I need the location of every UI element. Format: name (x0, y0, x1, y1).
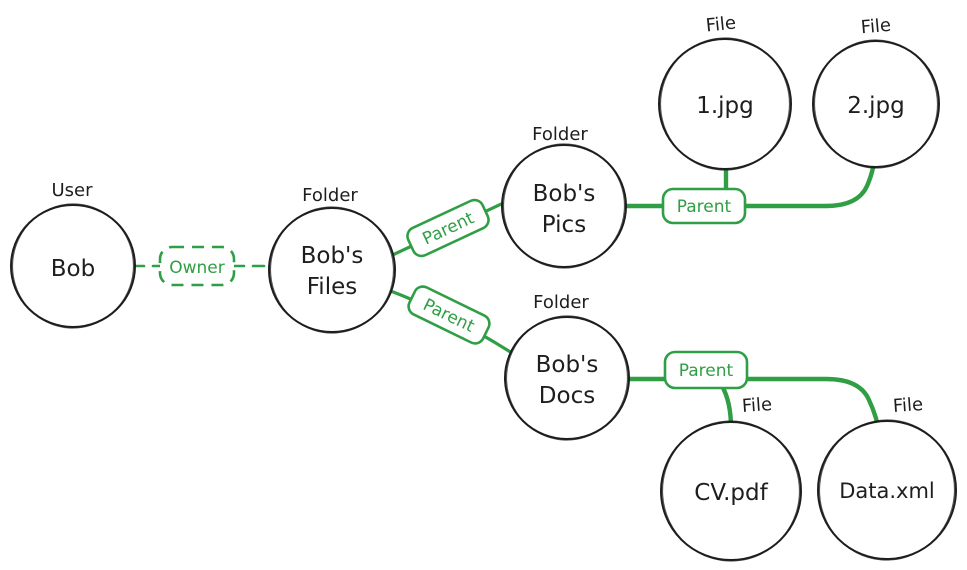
node-file-1jpg-circle[interactable] (658, 38, 792, 170)
node-file-1jpg[interactable]: File 1.jpg (656, 12, 794, 174)
node-data-xml-circle-sketch (818, 419, 956, 561)
node-bob-circle[interactable] (10, 204, 136, 328)
node-bobs-docs-name-line2: Docs (539, 383, 595, 409)
node-file-2jpg-circle[interactable] (812, 40, 940, 168)
node-bobs-docs-entity-label: Folder (533, 292, 589, 313)
node-file-1jpg-circle-sketch (659, 37, 791, 171)
node-cv-pdf-name: CV.pdf (694, 480, 768, 506)
node-cv-pdf-circle[interactable] (660, 421, 802, 561)
node-bobs-files-name-line2: Files (307, 274, 357, 300)
node-file-2jpg-name: 2.jpg (847, 93, 905, 119)
node-bobs-docs-circle[interactable] (504, 316, 630, 440)
edge-parent-pics-label-box[interactable] (661, 187, 747, 225)
node-bobs-files-circle-sketch (269, 206, 395, 334)
node-bobs-pics[interactable]: Folder Bob's Pics (498, 124, 629, 273)
node-data-xml-name: Data.xml (839, 479, 935, 503)
node-cv-pdf-entity-label: File (741, 394, 773, 417)
node-bobs-pics-name-line1: Bob's (533, 181, 596, 207)
node-bobs-pics-entity-label: Folder (532, 124, 588, 145)
node-data-xml-circle[interactable] (817, 420, 957, 560)
edge-parent-docs-children[interactable]: Parent (564, 350, 883, 439)
edge-parent-files-pics[interactable]: Parent (382, 197, 514, 261)
node-bobs-pics-circle-sketch (502, 143, 626, 269)
edge-owner-label-box[interactable] (158, 245, 236, 287)
node-file-2jpg-entity-label: File (860, 15, 892, 39)
node-bob[interactable]: User Bob (8, 180, 137, 332)
node-bobs-files[interactable]: Folder Bob's Files (266, 185, 397, 337)
node-file-1jpg-entity-label: File (705, 12, 737, 36)
edge-parent-docs-label: Parent (679, 361, 734, 381)
node-file-1jpg-name: 1.jpg (696, 93, 754, 119)
node-bobs-files-entity-label: Folder (302, 185, 358, 206)
node-data-xml-entity-label: File (892, 394, 924, 417)
node-cv-pdf[interactable]: File CV.pdf (658, 394, 804, 566)
node-bobs-files-circle[interactable] (268, 207, 396, 333)
edge-parent-files-docs-label-box[interactable] (406, 284, 493, 347)
node-data-xml[interactable]: File Data.xml (814, 394, 961, 566)
node-file-2jpg[interactable]: File 2.jpg (809, 15, 943, 173)
node-bobs-files-name-line1: Bob's (301, 243, 364, 269)
node-bob-name: Bob (51, 256, 95, 282)
edge-parent-files-pics-label-box[interactable] (405, 197, 492, 259)
node-bob-circle-sketch (11, 203, 135, 329)
edge-owner-label: Owner (169, 258, 225, 278)
edge-parent-docs-label-box[interactable] (663, 350, 749, 390)
node-bobs-docs[interactable]: Folder Bob's Docs (502, 292, 631, 444)
node-bobs-docs-circle-sketch (505, 315, 629, 441)
node-cv-pdf-circle-sketch (661, 420, 801, 562)
node-bobs-docs-name-line1: Bob's (536, 352, 599, 378)
node-bobs-pics-name-line2: Pics (542, 212, 586, 238)
node-bobs-pics-circle[interactable] (501, 144, 627, 268)
node-file-2jpg-circle-sketch (813, 39, 939, 169)
edge-parent-pics-label: Parent (677, 197, 732, 217)
edge-parent-files-docs[interactable]: Parent (386, 284, 514, 355)
edge-owner[interactable]: Owner (71, 245, 334, 287)
node-bob-entity-label: User (51, 180, 93, 201)
